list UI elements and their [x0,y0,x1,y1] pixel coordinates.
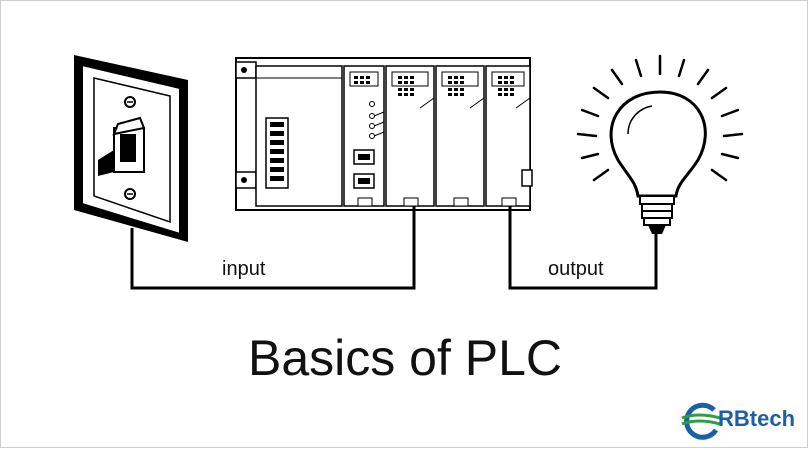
rbtech-logo: RBtech [678,400,804,440]
light-switch-icon [74,55,188,242]
globe-logo-icon [681,402,721,440]
logo-text: RBtech [718,406,796,431]
io-module [385,65,435,207]
light-bulb-icon [576,54,744,234]
input-wire [130,206,416,290]
io-module [435,65,485,207]
output-wire [508,206,658,290]
page-title: Basics of PLC [247,330,562,386]
io-module [485,65,531,207]
output-label: output [548,258,604,280]
plc-rack [235,57,533,211]
input-label: input [222,258,266,280]
